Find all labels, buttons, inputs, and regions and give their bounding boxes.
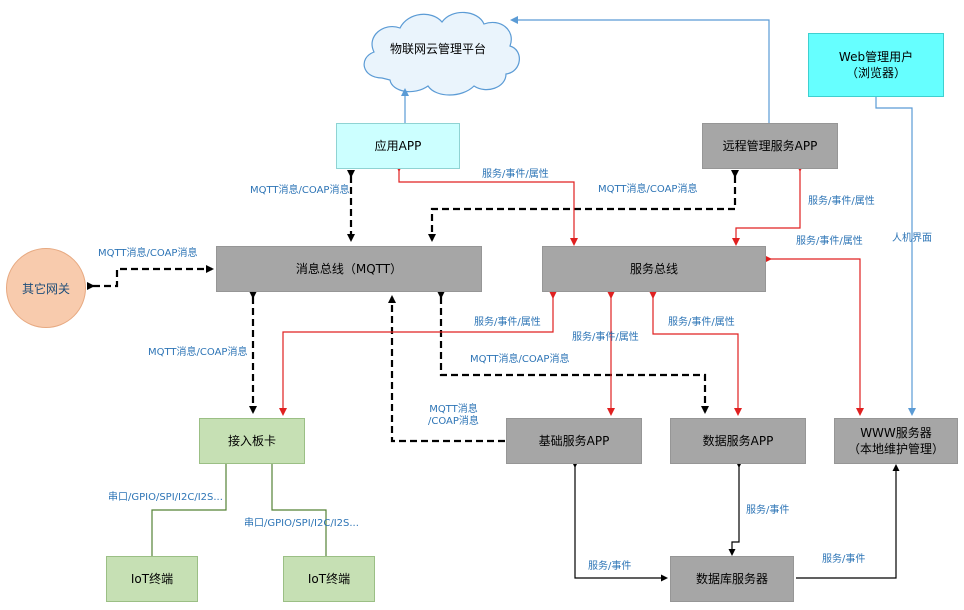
edge-label-mqtt-gateway: MQTT消息/COAP消息 <box>98 248 198 259</box>
edge-label-db-data: 服务/事件 <box>746 505 790 516</box>
remote-management-app-node: 远程管理服务APP <box>702 123 838 169</box>
edge-label-mqtt-data: MQTT消息/COAP消息 <box>470 354 570 365</box>
cloud-platform-label: 物联网云管理平台 <box>390 42 487 56</box>
www-server-node: WWW服务器 （本地维护管理） <box>834 418 958 464</box>
edge-label-service-www: 服务/事件/属性 <box>796 236 863 247</box>
access-card-node: 接入板卡 <box>199 418 305 464</box>
message-bus-node: 消息总线（MQTT） <box>216 246 482 292</box>
iot-terminal-node-2: IoT终端 <box>283 556 375 602</box>
data-service-app-node: 数据服务APP <box>670 418 806 464</box>
edge-label-service-basic: 服务/事件/属性 <box>572 332 639 343</box>
edge-label-mqtt-basic: MQTT消息 /COAP消息 <box>428 404 479 427</box>
app-node: 应用APP <box>336 123 460 169</box>
edge-label-serial-2: 串口/GPIO/SPI/I2C/I2S... <box>244 518 359 529</box>
other-gateway-node: 其它网关 <box>6 248 86 328</box>
cloud-shape <box>363 11 520 96</box>
edge-label-mqtt-app: MQTT消息/COAP消息 <box>250 185 350 196</box>
basic-service-app-node: 基础服务APP <box>506 418 642 464</box>
edge-label-service-remote: 服务/事件/属性 <box>808 196 875 207</box>
edge-label-mqtt-card: MQTT消息/COAP消息 <box>148 347 248 358</box>
edge-label-serial-1: 串口/GPIO/SPI/I2C/I2S... <box>108 492 223 503</box>
edge-label-db-basic: 服务/事件 <box>588 561 632 572</box>
database-server-node: 数据库服务器 <box>670 556 794 602</box>
service-bus-node: 服务总线 <box>542 246 766 292</box>
edge-label-db-www: 服务/事件 <box>822 554 866 565</box>
web-user-node: Web管理用户 （浏览器） <box>808 33 944 97</box>
iot-terminal-node-1: IoT终端 <box>106 556 198 602</box>
edge-label-human-interface: 人机界面 <box>892 233 932 244</box>
edge-label-service-app: 服务/事件/属性 <box>482 169 549 180</box>
edge-label-mqtt-remote: MQTT消息/COAP消息 <box>598 184 698 195</box>
edge-label-service-card: 服务/事件/属性 <box>474 317 541 328</box>
edge-label-service-data: 服务/事件/属性 <box>668 317 735 328</box>
